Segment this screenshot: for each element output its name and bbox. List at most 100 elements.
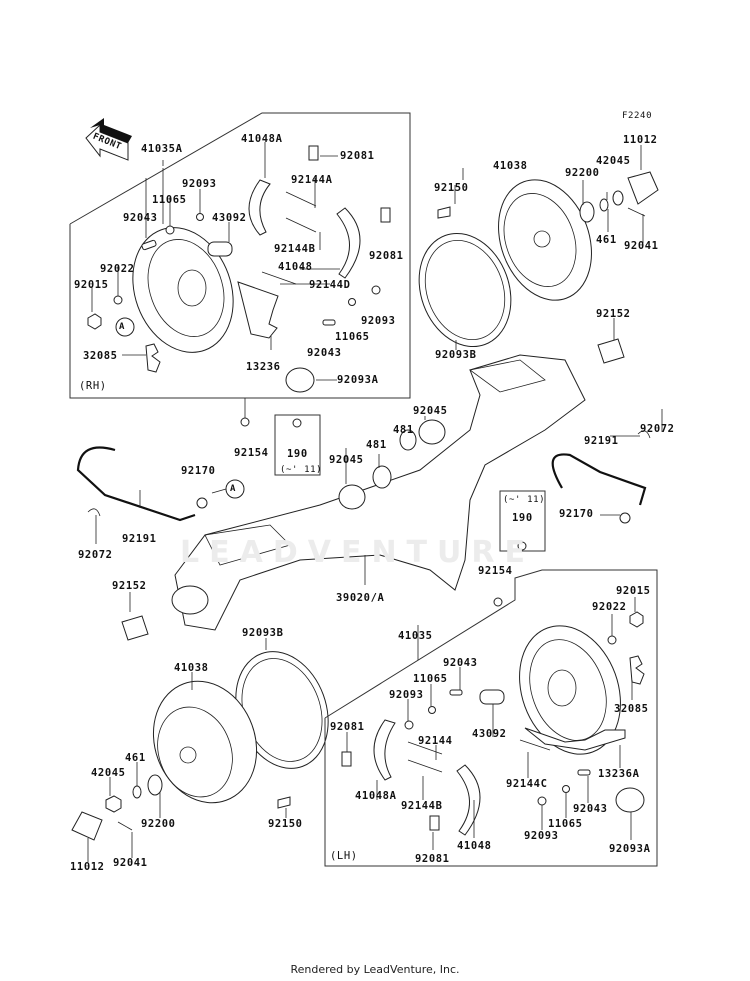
spring-92144B-lh: [407, 759, 443, 773]
part-label-92093[interactable]: 92093: [182, 178, 217, 190]
part-label-11065[interactable]: 11065: [152, 194, 187, 206]
part-label-481[interactable]: 481: [366, 439, 387, 451]
clip-32085-lh: [629, 655, 645, 685]
part-label-32085[interactable]: 32085: [614, 703, 649, 715]
cap-11012-lower: [71, 811, 103, 841]
part-label-92022[interactable]: 92022: [100, 263, 135, 275]
part-label-92093B[interactable]: 92093B: [242, 627, 284, 639]
washer-92093: [196, 213, 204, 221]
part-label-41035A[interactable]: 41035A: [141, 143, 183, 155]
part-label-92154[interactable]: 92154: [478, 565, 513, 577]
part-label-92154[interactable]: 92154: [234, 447, 269, 459]
part-label-92043[interactable]: 92043: [443, 657, 478, 669]
part-label-92200[interactable]: 92200: [565, 167, 600, 179]
part-label-92093[interactable]: 92093: [389, 689, 424, 701]
part-label-92093A[interactable]: 92093A: [337, 374, 379, 386]
pin-92043b: [322, 319, 336, 326]
part-label-92081[interactable]: 92081: [330, 721, 365, 733]
part-label-92144D[interactable]: 92144D: [309, 279, 351, 291]
part-label-92045[interactable]: 92045: [329, 454, 364, 466]
marker-a-circle: [115, 317, 135, 337]
hose-92191-left: [76, 446, 196, 522]
part-label-39020A[interactable]: 39020/A: [336, 592, 385, 604]
part-label-92150[interactable]: 92150: [434, 182, 469, 194]
figure-code: F2240: [622, 111, 653, 121]
brake-shoe-41048: [336, 207, 361, 279]
part-label-92041[interactable]: 92041: [624, 240, 659, 252]
circlip-481-upper: [399, 429, 417, 451]
part-label-92144C[interactable]: 92144C: [506, 778, 548, 790]
part-label-92200[interactable]: 92200: [141, 818, 176, 830]
washer-92093-lh-right: [537, 796, 547, 806]
part-label-92170[interactable]: 92170: [181, 465, 216, 477]
callout-marker-a[interactable]: A: [119, 322, 126, 332]
part-label-92072[interactable]: 92072: [640, 423, 675, 435]
part-label-92191[interactable]: 92191: [584, 435, 619, 447]
pin-92043-lh-right: [577, 769, 591, 776]
part-label-41048A[interactable]: 41048A: [355, 790, 397, 802]
part-label-92144[interactable]: 92144: [418, 735, 453, 747]
box-190-lower: [499, 490, 546, 552]
lh-backing-plate: [519, 625, 621, 755]
part-label-43092[interactable]: 43092: [212, 212, 247, 224]
rh-side-label: (RH): [79, 380, 107, 392]
part-label-92043[interactable]: 92043: [123, 212, 158, 224]
part-label-41038[interactable]: 41038: [493, 160, 528, 172]
part-label-13236[interactable]: 13236: [246, 361, 281, 373]
part-label-11065[interactable]: 11065: [413, 673, 448, 685]
part-label-11012[interactable]: 11012: [70, 861, 105, 873]
part-label-92015[interactable]: 92015: [616, 585, 651, 597]
spring-92144D: [261, 271, 297, 285]
clip-92081-lh-bottom: [429, 815, 440, 831]
part-label-92170[interactable]: 92170: [559, 508, 594, 520]
clip-32085: [145, 343, 161, 373]
brake-shoe-41048A: [248, 179, 271, 236]
part-label-41048A[interactable]: 41048A: [241, 133, 283, 145]
part-label-92041[interactable]: 92041: [113, 857, 148, 869]
part-label-11065[interactable]: 11065: [548, 818, 583, 830]
part-label-41038[interactable]: 41038: [174, 662, 209, 674]
part-label-11012[interactable]: 11012: [623, 134, 658, 146]
part-label-41035[interactable]: 41035: [398, 630, 433, 642]
part-label-92043[interactable]: 92043: [307, 347, 342, 359]
part-label-41048[interactable]: 41048: [457, 840, 492, 852]
clip-92081: [308, 145, 319, 161]
part-label-42045[interactable]: 42045: [596, 155, 631, 167]
part-label-92093B[interactable]: 92093B: [435, 349, 477, 361]
part-label-92043[interactable]: 92043: [573, 803, 608, 815]
part-label-11065[interactable]: 11065: [335, 331, 370, 343]
part-label-190[interactable]: 190: [512, 512, 533, 524]
part-label-92072[interactable]: 92072: [78, 549, 113, 561]
part-label-92093[interactable]: 92093: [524, 830, 559, 842]
part-label-92144B[interactable]: 92144B: [274, 243, 316, 255]
part-label-32085[interactable]: 32085: [83, 350, 118, 362]
part-label-92144B[interactable]: 92144B: [401, 800, 443, 812]
part-label-92150[interactable]: 92150: [268, 818, 303, 830]
part-label-92152[interactable]: 92152: [112, 580, 147, 592]
part-label-92081[interactable]: 92081: [369, 250, 404, 262]
part-label-92144A[interactable]: 92144A: [291, 174, 333, 186]
brake-shoe-41048A-lh: [373, 719, 396, 781]
part-label-41048[interactable]: 41048: [278, 261, 313, 273]
part-label-92093A[interactable]: 92093A: [609, 843, 651, 855]
part-label-92045[interactable]: 92045: [413, 405, 448, 417]
part-label-461[interactable]: 461: [596, 234, 617, 246]
callout-marker-a[interactable]: A: [230, 484, 237, 494]
part-label-43092[interactable]: 43092: [472, 728, 507, 740]
part-label-481[interactable]: 481: [393, 424, 414, 436]
part-label-461[interactable]: 461: [125, 752, 146, 764]
lever-13236A: [524, 727, 626, 751]
part-label-92015[interactable]: 92015: [74, 279, 109, 291]
part-label-42045[interactable]: 42045: [91, 767, 126, 779]
cotter-pin-92041-lower: [117, 821, 133, 831]
part-label-92093[interactable]: 92093: [361, 315, 396, 327]
clip-92072-right: [637, 430, 651, 439]
part-label-13236A[interactable]: 13236A: [598, 768, 640, 780]
part-label-92022[interactable]: 92022: [592, 601, 627, 613]
part-label-92081[interactable]: 92081: [415, 853, 450, 865]
part-label-190[interactable]: 190: [287, 448, 308, 460]
part-label-92081[interactable]: 92081: [340, 150, 375, 162]
part-label-92191[interactable]: 92191: [122, 533, 157, 545]
brake-drum-41038: [498, 179, 592, 301]
part-label-92152[interactable]: 92152: [596, 308, 631, 320]
